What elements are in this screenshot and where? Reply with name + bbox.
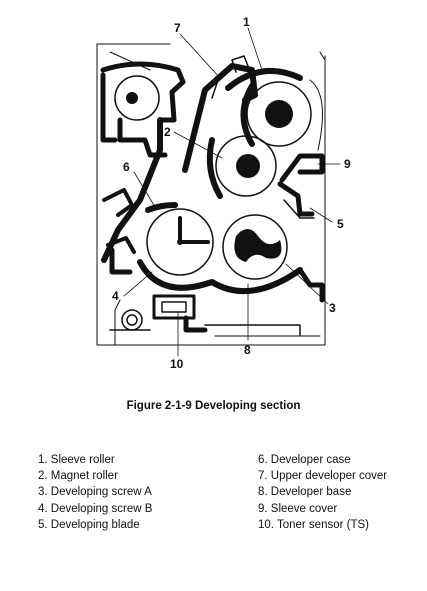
callout-5: 5 bbox=[337, 217, 344, 231]
legend-item-8: 8. Developer base bbox=[258, 486, 352, 499]
callout-4: 4 bbox=[112, 289, 119, 303]
callout-2: 2 bbox=[164, 125, 171, 139]
upper-left-roller-assembly bbox=[100, 61, 186, 158]
callout-9: 9 bbox=[344, 157, 351, 171]
developing-screw-a bbox=[222, 214, 288, 280]
callout-3: 3 bbox=[329, 301, 336, 315]
legend-item-5: 5. Developing blade bbox=[38, 518, 140, 531]
legend-item-3: 3. Developing screw A bbox=[38, 486, 152, 499]
callout-10: 10 bbox=[170, 357, 184, 371]
photoconductor-drum bbox=[240, 79, 323, 151]
callout-7: 7 bbox=[174, 21, 181, 35]
toner-sensor bbox=[152, 294, 208, 333]
legend-item-1: 1. Sleeve roller bbox=[38, 454, 115, 466]
leader-lines bbox=[123, 27, 341, 357]
developer-case bbox=[101, 117, 163, 263]
callout-1: 1 bbox=[243, 15, 250, 29]
legend-item-7: 7. Upper developer cover bbox=[258, 470, 388, 483]
lower-gear-assembly bbox=[109, 299, 321, 346]
callout-8: 8 bbox=[244, 343, 251, 357]
developer-base bbox=[109, 202, 325, 303]
figure-caption: Figure 2-1-9 Developing section bbox=[126, 400, 301, 412]
sleeve-roller bbox=[206, 135, 277, 199]
developing-screw-b bbox=[146, 208, 214, 276]
legend-item-4: 4. Developing screw B bbox=[38, 502, 153, 515]
legend-item-2: 2. Magnet roller bbox=[38, 470, 118, 483]
legend-left-column: 1. Sleeve roller 2. Magnet roller 3. Dev… bbox=[38, 452, 152, 533]
legend-item-9: 9. Sleeve cover bbox=[258, 502, 338, 515]
frame-outline bbox=[96, 43, 326, 346]
legend-right-column: 6. Developer case 7. Upper developer cov… bbox=[258, 452, 387, 533]
legend-item-6: 6. Developer case bbox=[258, 454, 351, 466]
developing-blade bbox=[277, 181, 315, 219]
legend-item-10: 10. Toner sensor (TS) bbox=[258, 518, 370, 531]
sleeve-cover bbox=[279, 153, 325, 183]
developing-section-diagram: 1 7 2 9 6 5 3 4 8 10 bbox=[96, 15, 351, 371]
callout-6: 6 bbox=[123, 160, 130, 174]
